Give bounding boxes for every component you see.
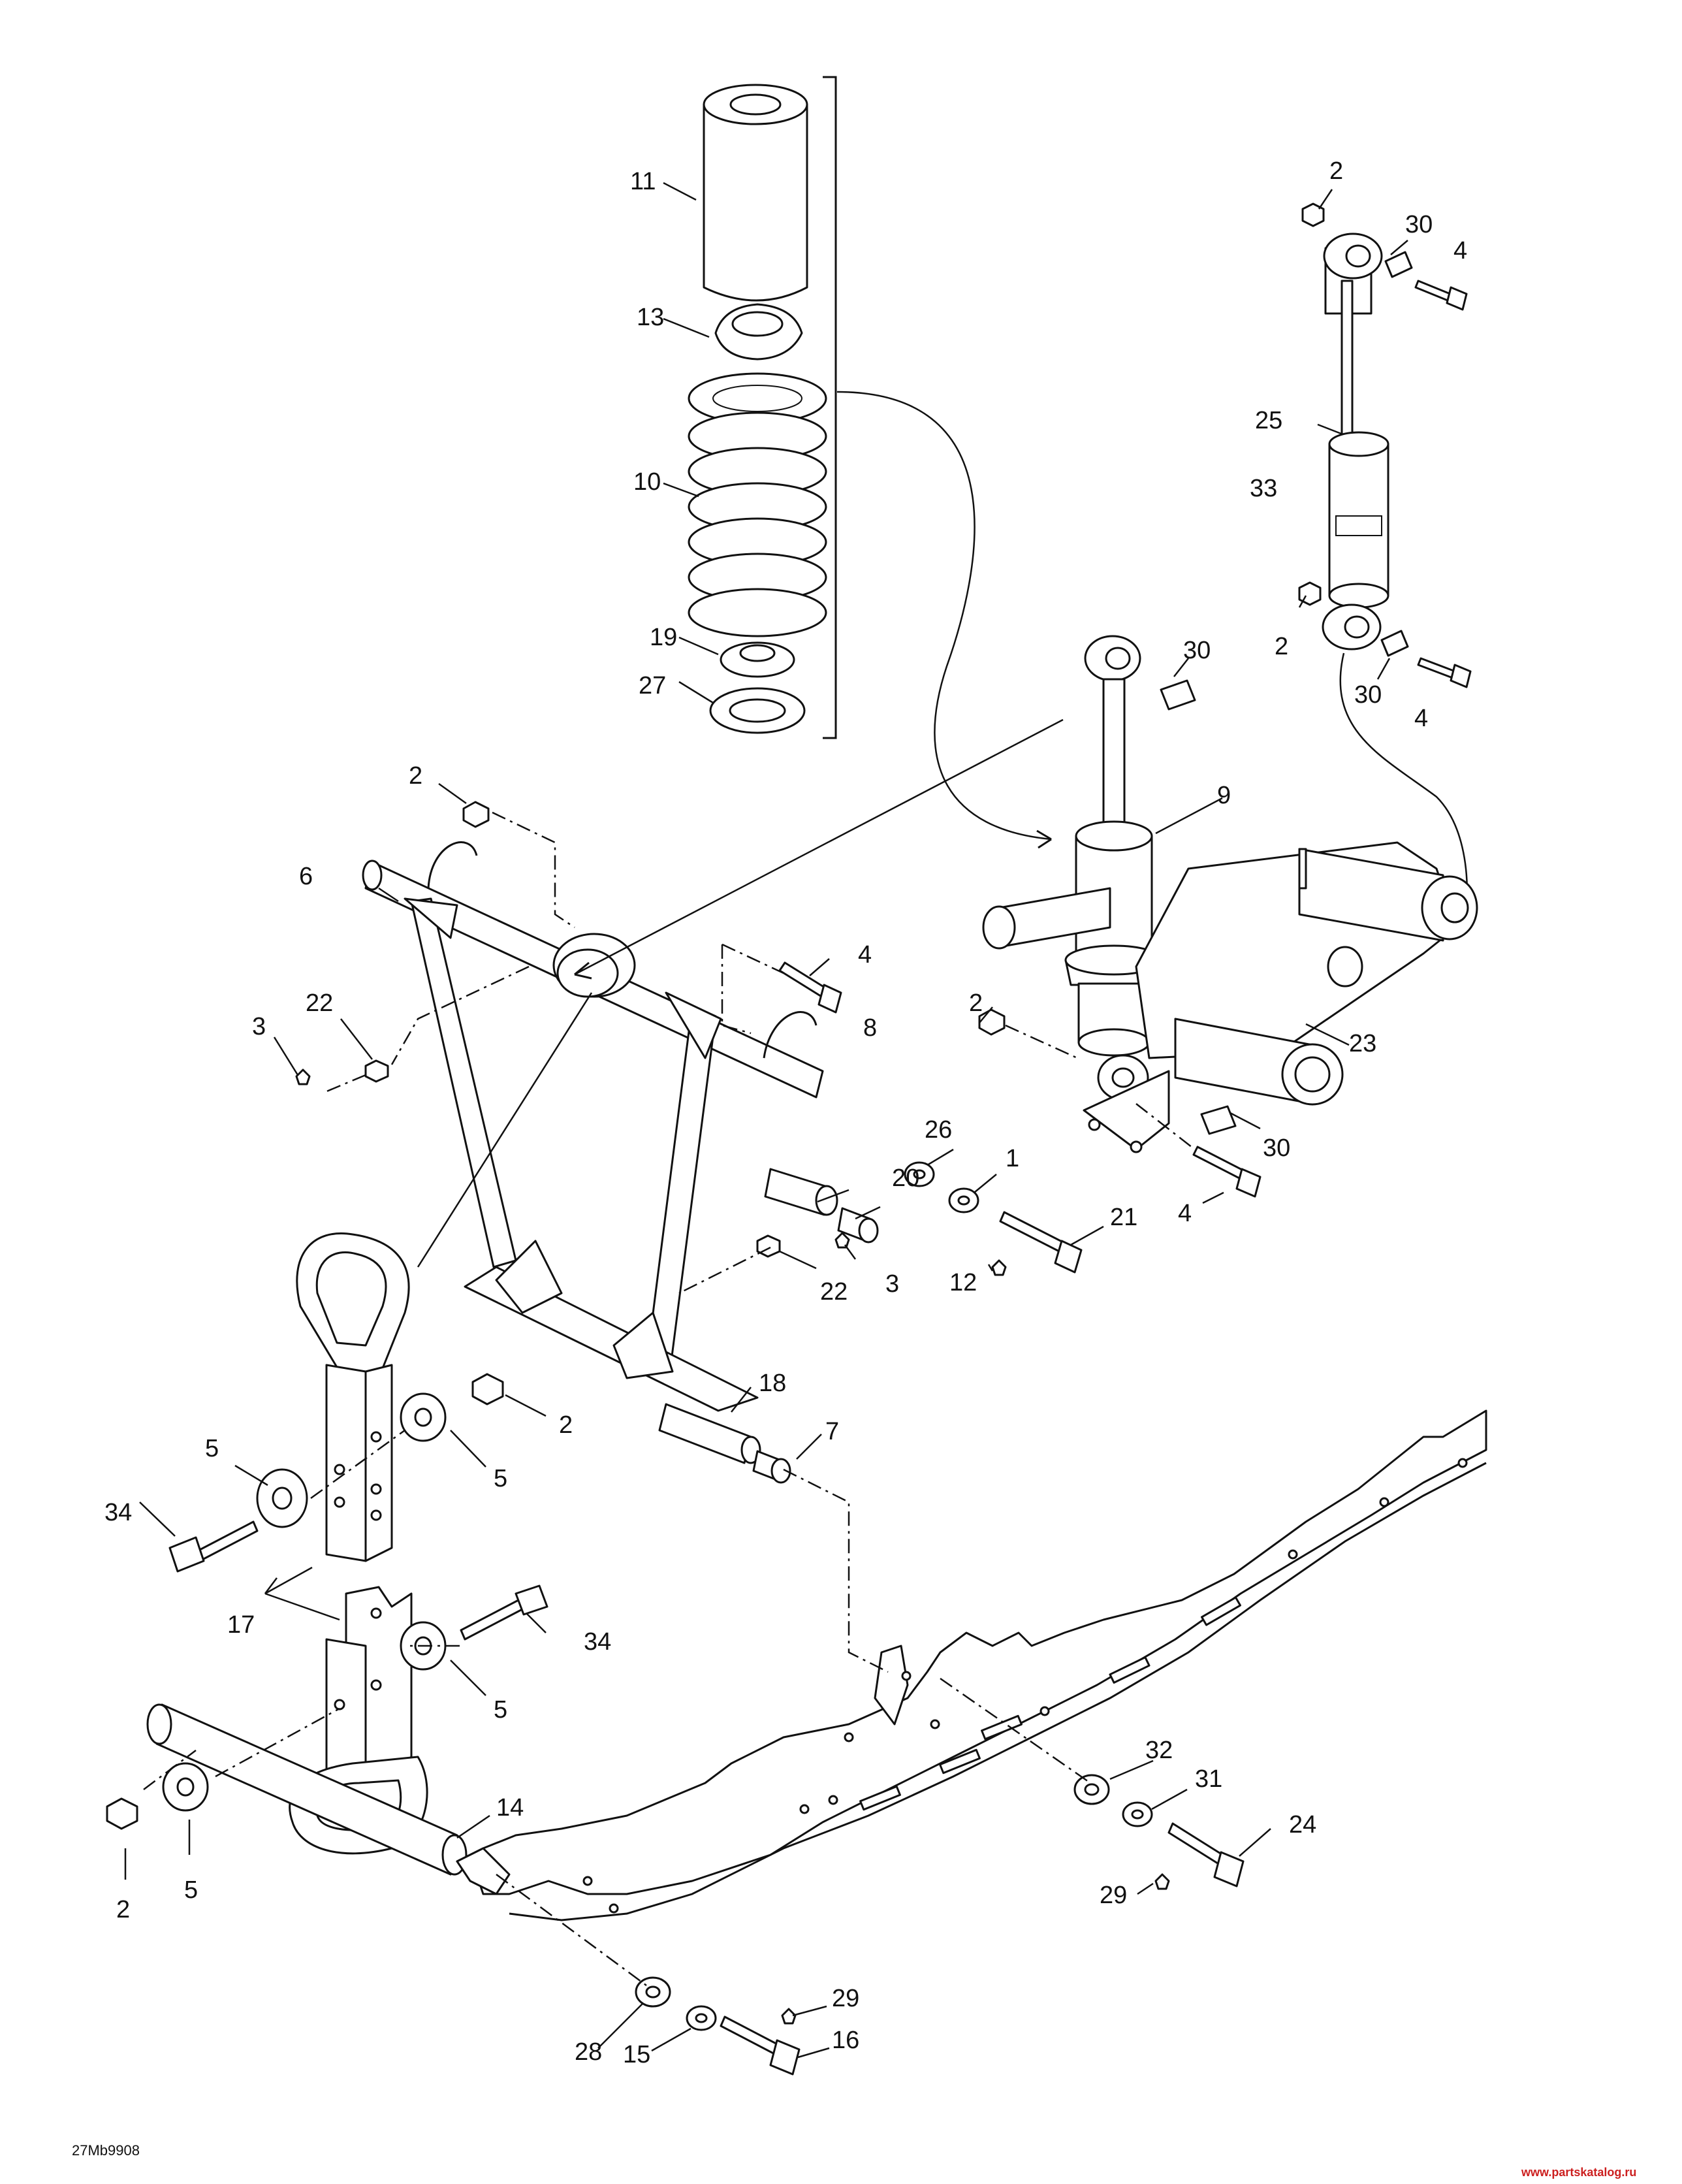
callout-5: 5: [494, 1465, 507, 1492]
callout-4: 4: [1178, 1200, 1192, 1227]
bolt-part: [1167, 1822, 1245, 1887]
callout-17: 17: [227, 1611, 255, 1639]
callout-4: 4: [858, 941, 872, 969]
callout-2: 2: [969, 989, 983, 1017]
callout-5: 5: [184, 1876, 198, 1904]
callout-19: 19: [650, 624, 677, 651]
callout-9: 9: [1217, 782, 1231, 809]
link-plate-group: [106, 1232, 548, 1876]
callout-1: 1: [1006, 1145, 1019, 1172]
callout-2: 2: [1329, 157, 1343, 185]
alignment-lines: [143, 718, 1196, 1987]
nut-part: [462, 801, 490, 828]
spring-washer-part: [720, 641, 795, 678]
callout-29: 29: [1100, 1882, 1127, 1909]
callout-12: 12: [949, 1269, 977, 1296]
callout-24: 24: [1289, 1811, 1316, 1839]
callout-22: 22: [820, 1278, 848, 1306]
kit-bracket: [823, 76, 837, 739]
coil-spring-part: [688, 372, 827, 637]
rear-shock-group: [1298, 202, 1476, 908]
callout-30: 30: [1263, 1134, 1290, 1162]
bolt-part: [1192, 1146, 1262, 1198]
callout-2: 2: [409, 762, 422, 790]
callout-2: 2: [116, 1896, 130, 1923]
callout-21: 21: [1110, 1204, 1137, 1231]
callout-5: 5: [205, 1435, 219, 1462]
callout-4: 4: [1414, 705, 1428, 732]
grease-fitting-part: [364, 1059, 389, 1083]
callout-2: 2: [559, 1411, 573, 1439]
callout-6: 6: [299, 863, 313, 890]
callout-33: 33: [1250, 475, 1277, 502]
callout-5: 5: [494, 1696, 507, 1724]
callout-32: 32: [1145, 1737, 1173, 1764]
callout-22: 22: [306, 989, 333, 1017]
callout-3: 3: [252, 1013, 266, 1040]
callout-23: 23: [1349, 1030, 1376, 1057]
rear-arm-part: [982, 841, 1478, 1153]
bolt-part: [999, 1211, 1083, 1274]
rubber-boot-part: [703, 84, 808, 302]
callout-13: 13: [637, 304, 664, 331]
callout-27: 27: [639, 672, 666, 699]
bolt-part: [1417, 657, 1472, 688]
hardware-group: [295, 801, 1262, 1484]
callout-leaders: [124, 182, 1408, 2059]
callout-34: 34: [104, 1499, 132, 1526]
callout-3: 3: [885, 1270, 899, 1298]
callout-7: 7: [825, 1418, 839, 1445]
callout-16: 16: [832, 2027, 859, 2054]
callout-11: 11: [630, 168, 656, 195]
bolt-part: [1414, 280, 1468, 311]
callout-14: 14: [496, 1794, 524, 1822]
watermark: www.partskatalog.ru: [1521, 2166, 1636, 2179]
flat-ring-part: [709, 687, 806, 734]
callout-20: 20: [892, 1164, 919, 1192]
callout-26: 26: [925, 1116, 952, 1144]
callout-25: 25: [1255, 407, 1282, 434]
kit-arrow: [836, 391, 1052, 841]
callout-30: 30: [1405, 211, 1433, 238]
callout-15: 15: [623, 2041, 650, 2068]
spring-seat-part: [714, 303, 803, 361]
callout-34: 34: [584, 1628, 611, 1656]
callout-30: 30: [1354, 681, 1382, 709]
bolt-part: [778, 961, 842, 1014]
callout-2: 2: [1275, 633, 1288, 660]
callout-18: 18: [759, 1370, 786, 1397]
callout-8: 8: [863, 1014, 877, 1042]
bolt-part: [460, 1584, 548, 1641]
callout-4: 4: [1453, 237, 1467, 265]
slide-rail-part: [456, 1409, 1487, 2076]
grease-fitting-part: [756, 1234, 781, 1258]
callout-31: 31: [1195, 1765, 1222, 1793]
bolt-part: [720, 2015, 801, 2076]
callout-28: 28: [575, 2038, 602, 2066]
front-arm-part: [362, 841, 838, 1464]
callout-29: 29: [832, 1985, 859, 2012]
spring-kit-group: [688, 76, 1052, 849]
bolt-part: [168, 1520, 259, 1573]
diagram-code: 27Mb9908: [72, 2142, 140, 2159]
callout-10: 10: [633, 468, 661, 496]
callout-30: 30: [1183, 637, 1211, 664]
